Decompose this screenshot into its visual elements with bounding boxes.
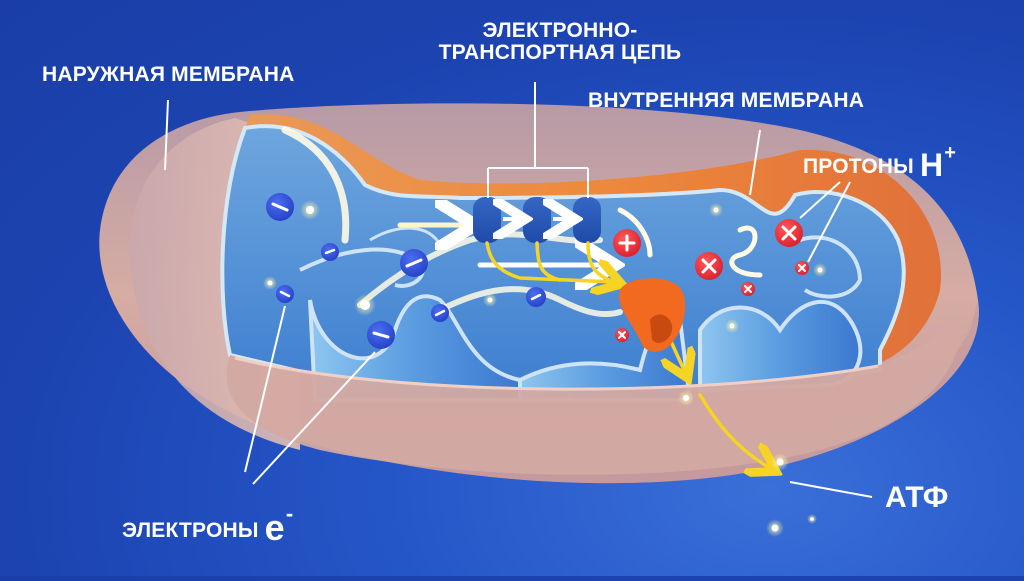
leader-protons-2 [807,181,851,263]
protons-label-text: ПРОТОНЫ [803,155,914,178]
proton-icon [615,328,629,342]
electron-icon [431,304,449,322]
atp-synthase [619,278,686,352]
etc-complex-2 [523,197,551,243]
electron-icon [526,287,546,307]
proton-icon [775,219,803,247]
proton-icon [795,261,809,275]
proton-charge: + [944,142,957,164]
leader-atp [789,481,873,498]
electron-symbol: e [264,507,285,548]
electrons-label-text: ЭЛЕКТРОНЫ [122,519,259,542]
outer-membrane-label: НАРУЖНАЯ МЕМБРАНА [42,63,295,86]
electron-flow-ribbons [281,126,763,318]
electron-icon [367,321,395,349]
outer-membrane-rim [226,310,962,475]
leader-outer-membrane [164,99,169,171]
etc-complex-1 [473,197,501,243]
etc-label: ЭЛЕКТРОННО- ТРАНСПОРТНАЯ ЦЕПЬ [420,19,700,65]
electron-icon [276,285,294,303]
protons [613,219,809,342]
electron-icon [266,193,294,221]
electron-icon [400,249,428,277]
energy-sparks [263,200,827,537]
electron-icon [321,243,339,261]
proton-icon [741,282,755,296]
etc-complex-3 [573,197,601,243]
leader-etc [487,82,589,198]
etc-label-line1: ЭЛЕКТРОННО- [482,19,638,42]
leader-protons-1 [799,181,841,219]
leader-inner-membrane [749,129,761,196]
proton-icon [613,229,641,257]
etc-complexes [473,197,601,243]
proton-icon [695,252,723,280]
atp-label: АТФ [885,481,949,514]
leader-lines [164,82,873,498]
inner-membrane-label: ВНУТРЕННЯЯ МЕМБРАНА [588,89,865,112]
proton-symbol: H [919,147,944,183]
leader-electrons-2 [252,351,376,485]
electrons [266,193,546,349]
leader-electrons-1 [244,305,286,473]
etc-label-line2: ТРАНСПОРТНАЯ ЦЕПЬ [438,41,682,65]
electron-charge: - [285,501,294,526]
